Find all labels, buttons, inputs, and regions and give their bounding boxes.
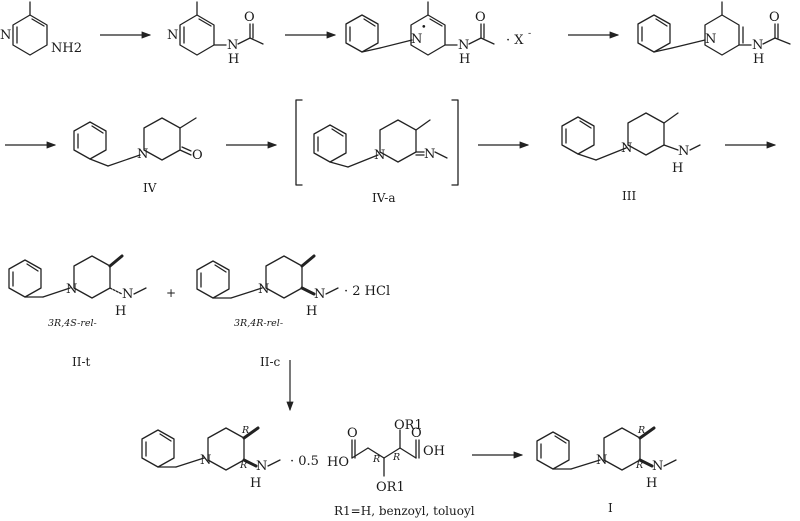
atom-n: N bbox=[66, 282, 77, 297]
atom-n: N bbox=[411, 32, 422, 47]
atom-h: H bbox=[459, 52, 470, 67]
atom-n: N bbox=[596, 453, 607, 468]
atom-o: O bbox=[475, 10, 486, 25]
atom-o: O bbox=[769, 10, 780, 25]
atom-n: N bbox=[752, 38, 763, 53]
atom-n: N bbox=[122, 287, 133, 302]
compound-acetamide: N N H O bbox=[167, 1, 264, 67]
compound-ii-c: N N H · 2 HCl 3R,4R-rel- II-c bbox=[196, 254, 390, 369]
stereo-descriptor-trans: 3R,4S-rel- bbox=[48, 318, 97, 329]
stereo-r-3: R bbox=[635, 460, 643, 471]
compound-i: N N H R R I bbox=[536, 425, 677, 515]
atom-n: N bbox=[705, 32, 716, 47]
atom-n: N bbox=[678, 144, 689, 159]
counterion-charge: - bbox=[528, 28, 531, 39]
atom-n: N bbox=[374, 148, 385, 163]
atom-n: N bbox=[652, 459, 663, 474]
stereo-r-tartrate-1: R bbox=[372, 454, 380, 465]
atom-or1-bottom: OR1 bbox=[376, 480, 405, 495]
atom-h: H bbox=[306, 304, 317, 319]
atom-o: O bbox=[347, 426, 358, 441]
atom-or1-top: OR1 bbox=[394, 418, 423, 433]
compound-iv: N O IV bbox=[73, 117, 203, 195]
compound-label-ii-c: II-c bbox=[260, 355, 281, 369]
hcl-salt-label: · 2 HCl bbox=[344, 284, 390, 299]
counterion: · X bbox=[506, 33, 524, 48]
compound-label-ii-t: II-t bbox=[72, 355, 91, 369]
atom-n: N bbox=[137, 147, 148, 162]
atom-charge: • bbox=[421, 22, 427, 33]
atom-h: H bbox=[250, 476, 261, 491]
atom-n: N bbox=[621, 141, 632, 156]
atom-o: O bbox=[411, 426, 422, 441]
stereo-r-4: R bbox=[637, 425, 645, 436]
atom-n: N bbox=[458, 38, 469, 53]
compound-label-i: I bbox=[608, 501, 613, 515]
atom-n: N bbox=[314, 287, 325, 302]
compound-pyridinium-salt: N • N H O · X - bbox=[345, 1, 531, 67]
atom-n: N bbox=[167, 28, 178, 43]
compound-iv-a: N N IV-a bbox=[295, 99, 459, 205]
atom-h: H bbox=[228, 52, 239, 67]
compound-ii-t: N N H 3R,4S-rel- II-t bbox=[8, 254, 147, 369]
atom-h: H bbox=[115, 304, 126, 319]
half-equiv-label: · 0.5 bbox=[290, 454, 319, 469]
stereo-descriptor-cis: 3R,4R-rel- bbox=[234, 318, 283, 329]
atom-n: N bbox=[258, 282, 269, 297]
atom-n: N bbox=[200, 453, 211, 468]
stereo-r-tartrate-2: R bbox=[392, 452, 400, 463]
atom-nh2: NH2 bbox=[51, 41, 82, 56]
plus-sign: + bbox=[166, 286, 176, 300]
atom-h: H bbox=[646, 476, 657, 491]
atom-oh: OH bbox=[423, 444, 445, 459]
compound-iii: N N H III bbox=[561, 112, 701, 203]
compound-tartrate-salt: N N H R R · 0.5 O O HO OH OR1 OR1 R R R1… bbox=[141, 418, 475, 518]
compound-label-iv: IV bbox=[143, 181, 157, 195]
atom-o: O bbox=[192, 148, 203, 163]
atom-ho: HO bbox=[327, 455, 349, 470]
compound-tetrahydropyridine: N N H O bbox=[637, 1, 791, 67]
compound-aminopicoline: N NH2 bbox=[0, 1, 82, 56]
stereo-r-3: R bbox=[239, 460, 247, 471]
atom-n: N bbox=[424, 147, 435, 162]
atom-n: N bbox=[0, 28, 11, 43]
compound-label-iv-a: IV-a bbox=[372, 191, 396, 205]
stereo-r-4: R bbox=[241, 425, 249, 436]
r1-definition: R1=H, benzoyl, toluoyl bbox=[334, 504, 475, 518]
compound-label-iii: III bbox=[622, 189, 636, 203]
atom-h: H bbox=[753, 52, 764, 67]
atom-h: H bbox=[672, 161, 683, 176]
atom-o: O bbox=[244, 10, 255, 25]
atom-n: N bbox=[227, 38, 238, 53]
atom-n: N bbox=[256, 459, 267, 474]
